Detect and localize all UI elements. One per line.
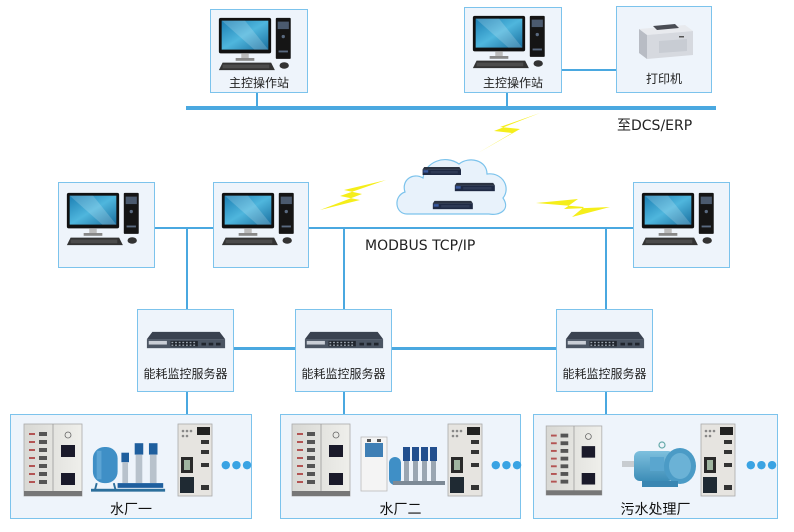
energy-server-3-label: 能耗监控服务器 xyxy=(562,367,647,381)
rack-server-icon xyxy=(422,167,461,175)
energy-server-1[interactable]: 能耗监控服务器 xyxy=(137,309,234,392)
plant-1-drop-line xyxy=(186,392,188,415)
energy-server-1-label: 能耗监控服务器 xyxy=(143,367,228,381)
cloud-server-icon[interactable] xyxy=(393,152,513,218)
control-panel-icon xyxy=(700,423,736,498)
workstation-1-drop-line xyxy=(256,92,258,107)
printer-icon xyxy=(639,24,693,59)
plant-water-1-label: 水厂一 xyxy=(110,502,152,518)
client-computer-2[interactable] xyxy=(213,182,309,268)
electric-motor-icon xyxy=(622,435,702,495)
network-switch-icon xyxy=(144,330,228,350)
workstation-2-label: 主控操作站 xyxy=(482,76,543,90)
lightning-bolt-icon xyxy=(320,180,386,210)
workstation-1[interactable]: 主控操作站 xyxy=(210,9,308,93)
energy-server-2-label: 能耗监控服务器 xyxy=(301,367,386,381)
plant-water-2-label: 水厂二 xyxy=(379,502,422,518)
server-1-uplink-line xyxy=(186,227,188,309)
server-interconnect-line-1 xyxy=(233,347,296,350)
switchgear-cabinet-icon xyxy=(544,425,604,497)
plant-3-drop-line xyxy=(605,392,607,415)
control-panel-icon xyxy=(177,423,213,498)
more-equipment-icon: ●●● xyxy=(746,458,778,471)
plant-water-2[interactable]: ●●● 水厂二 xyxy=(280,414,523,519)
printer[interactable]: 打印机 xyxy=(616,6,712,93)
desktop-computer-icon xyxy=(640,191,724,247)
server-2-uplink-line xyxy=(343,227,345,309)
server-interconnect-line-2 xyxy=(391,347,557,350)
booster-pump-station-icon xyxy=(359,435,449,495)
desktop-computer-icon xyxy=(65,191,149,247)
switchgear-cabinet-icon xyxy=(291,423,351,498)
plant-sewage[interactable]: ●●● 污水处理厂 xyxy=(533,414,778,519)
dcs-erp-bus-line xyxy=(186,106,716,110)
server-3-uplink-line xyxy=(605,227,607,309)
desktop-computer-icon xyxy=(471,14,555,70)
desktop-computer-icon xyxy=(220,191,304,247)
energy-server-3[interactable]: 能耗监控服务器 xyxy=(556,309,653,392)
rack-server-icon xyxy=(432,200,473,210)
water-pump-set-icon xyxy=(91,437,167,495)
control-panel-icon xyxy=(447,423,483,498)
client-computer-3[interactable] xyxy=(633,182,730,268)
more-equipment-icon: ●●● xyxy=(491,458,523,471)
printer-link-line xyxy=(560,69,616,71)
plant-2-drop-line xyxy=(343,392,345,415)
modbus-bus-left-line xyxy=(155,227,213,229)
more-equipment-icon: ●●● xyxy=(221,458,253,471)
dcs-erp-label: 至DCS/ERP xyxy=(617,118,693,134)
switchgear-cabinet-icon xyxy=(23,423,83,498)
network-switch-icon xyxy=(302,330,386,350)
printer-drop-line xyxy=(506,92,508,107)
modbus-bus-line xyxy=(308,227,634,229)
network-switch-icon xyxy=(563,330,647,350)
printer-label: 打印机 xyxy=(645,72,682,86)
plant-water-1[interactable]: ●●● 水厂一 xyxy=(10,414,252,519)
workstation-2[interactable]: 主控操作站 xyxy=(464,7,562,93)
plant-sewage-label: 污水处理厂 xyxy=(620,502,691,518)
rack-server-icon xyxy=(454,182,495,192)
energy-server-2[interactable]: 能耗监控服务器 xyxy=(295,309,392,392)
lightning-bolt-icon xyxy=(478,113,540,153)
workstation-1-label: 主控操作站 xyxy=(228,76,289,90)
desktop-computer-icon xyxy=(217,16,301,72)
modbus-protocol-label: MODBUS TCP/IP xyxy=(365,238,476,254)
client-computer-1[interactable] xyxy=(58,182,155,268)
lightning-bolt-icon xyxy=(536,199,610,217)
